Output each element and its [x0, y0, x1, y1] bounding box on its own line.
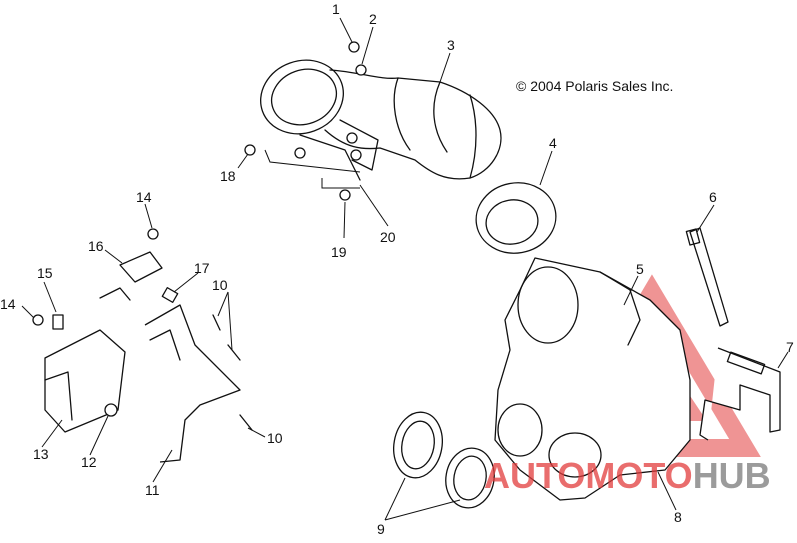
- airbox-rib: [599, 271, 641, 346]
- module-13-connector: [44, 371, 73, 421]
- callout-9: 9: [377, 521, 385, 537]
- callout-2: 2: [369, 11, 377, 27]
- callout-14-top: 14: [136, 189, 152, 205]
- duct-band-2: [433, 81, 448, 153]
- watermark-text-moto: MOTO: [585, 455, 692, 496]
- airbox-bracket: [699, 347, 781, 441]
- copyright-notice: © 2004 Polaris Sales Inc.: [516, 78, 673, 94]
- part-16: [119, 251, 163, 283]
- seal-a-outer: [393, 411, 443, 479]
- duct-mount-tab: [339, 119, 379, 171]
- duct-inlet-bore: [270, 68, 338, 126]
- fastener-20a: [346, 132, 358, 144]
- callout-10-lower: 10: [267, 430, 283, 446]
- strap-body: [689, 227, 729, 327]
- callout-17: 17: [194, 260, 210, 276]
- seal-a-inner: [401, 420, 435, 470]
- callout-16: 16: [88, 238, 104, 254]
- airbox-shell: [494, 257, 691, 501]
- duct-band-3: [469, 94, 477, 179]
- strap-end: [685, 228, 701, 246]
- callout-11: 11: [145, 482, 160, 498]
- duct-body: [324, 69, 502, 180]
- callout-8: 8: [674, 509, 682, 525]
- intake-duct-assembly: [260, 59, 502, 181]
- clip-15: [52, 314, 64, 330]
- callout-15: 15: [37, 265, 53, 281]
- bracket-11: [144, 304, 241, 463]
- fastener-18: [244, 144, 256, 156]
- coupler-ring: [475, 182, 557, 254]
- duct-band-1: [393, 77, 411, 151]
- callout-19: 19: [331, 244, 347, 260]
- watermark-text-auto: AUTO: [484, 455, 585, 496]
- duct-inlet-flange: [260, 59, 344, 135]
- outlet-seals: [393, 411, 495, 509]
- bolts-10: [212, 314, 253, 431]
- airbox-outlet-port-1: [497, 403, 543, 457]
- bracket-body: [699, 347, 781, 441]
- module-13: [44, 329, 126, 433]
- bracket-11-detail: [149, 329, 181, 361]
- callout-5: 5: [636, 261, 644, 277]
- fastener-20b: [350, 149, 362, 161]
- leader-lines: [21, 17, 789, 521]
- callout-12: 12: [81, 454, 97, 470]
- nut-14b: [147, 228, 159, 240]
- callout-1: 1: [332, 1, 340, 17]
- seal-b-outer: [445, 447, 495, 509]
- electronics-bracket-assembly: [32, 228, 253, 463]
- bracket-slot: [726, 351, 766, 375]
- fastener-1: [348, 41, 360, 53]
- callout-7: 7: [786, 339, 794, 355]
- watermark-text: AUTOMOTOHUB: [484, 455, 771, 496]
- nut-12: [104, 403, 118, 417]
- callout-14-left: 14: [0, 296, 16, 312]
- duct-fasteners: [244, 41, 367, 201]
- callout-6: 6: [709, 189, 717, 205]
- fastener-2: [355, 64, 367, 76]
- watermark-text-hub: HUB: [693, 455, 771, 496]
- nut-14a: [32, 314, 44, 326]
- callout-4: 4: [549, 135, 557, 151]
- callout-3: 3: [447, 37, 455, 53]
- retaining-strap: [685, 227, 729, 327]
- part-16-lead: [99, 287, 131, 301]
- duct-lower-lip: [299, 134, 361, 181]
- airbox-inlet-port: [517, 266, 579, 344]
- seal-b-inner: [453, 455, 487, 501]
- callout-18: 18: [220, 168, 236, 184]
- callout-13: 13: [33, 446, 49, 462]
- airbox-outlet-port-2: [548, 432, 602, 478]
- callout-20: 20: [380, 229, 396, 245]
- airbox-housing: [494, 257, 691, 501]
- fastener-19: [339, 189, 351, 201]
- coupler-outer: [475, 182, 557, 254]
- callout-10-upper: 10: [212, 277, 228, 293]
- coupler-inner: [485, 199, 539, 245]
- part-17: [161, 287, 179, 303]
- fastener-20c: [294, 147, 306, 159]
